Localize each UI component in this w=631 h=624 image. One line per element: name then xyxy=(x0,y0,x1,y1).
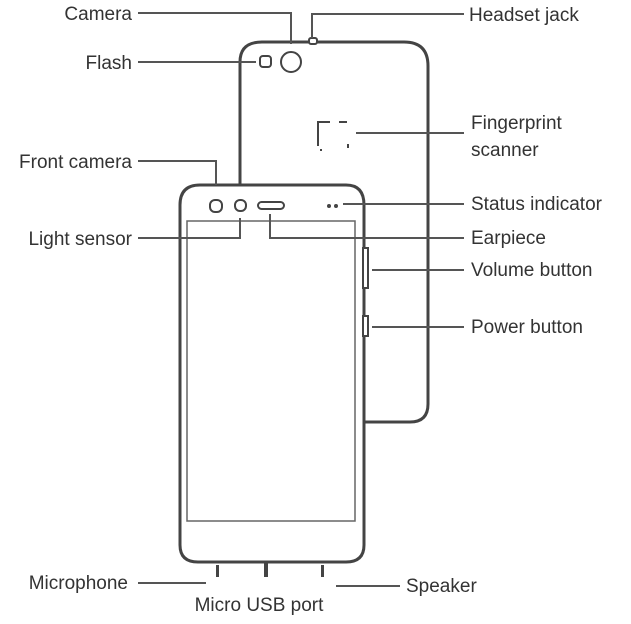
microphone-icon xyxy=(216,565,219,577)
earpiece-label: Earpiece xyxy=(471,228,546,249)
front-camera-icon xyxy=(209,199,223,213)
fingerprint-label-line2: scanner xyxy=(471,140,539,161)
status-indicator-icon xyxy=(327,204,331,208)
status-indicator-label: Status indicator xyxy=(471,194,603,215)
front-phone-body xyxy=(178,183,366,564)
fingerprint-label-line1: Fingerprint xyxy=(471,113,563,134)
micro-usb-port-icon xyxy=(264,563,268,577)
status-indicator-icon xyxy=(334,204,338,208)
power-button-label: Power button xyxy=(471,317,583,338)
camera-label: Camera xyxy=(64,4,132,25)
earpiece-leader xyxy=(269,214,464,239)
front-camera-label: Front camera xyxy=(19,152,132,173)
front-camera-leader xyxy=(138,160,217,185)
headset-jack-label: Headset jack xyxy=(469,5,579,26)
flash-label: Flash xyxy=(86,53,132,74)
headset-jack-icon xyxy=(308,37,318,45)
speaker-label: Speaker xyxy=(406,576,477,597)
micro-usb-port-label: Micro USB port xyxy=(195,595,325,616)
flash-icon xyxy=(259,55,272,68)
fingerprint-scanner-icon xyxy=(317,121,349,151)
light-sensor-icon xyxy=(234,199,247,212)
speaker-icon xyxy=(321,565,324,577)
light-sensor-leader xyxy=(138,218,241,239)
rear-camera-icon xyxy=(280,51,302,73)
volume-button-label: Volume button xyxy=(471,260,592,281)
camera-leader xyxy=(138,12,292,44)
headset-jack-leader xyxy=(311,13,464,38)
earpiece-icon xyxy=(257,201,285,210)
volume-button-icon xyxy=(362,247,369,289)
power-button-icon xyxy=(362,315,369,337)
microphone-label: Microphone xyxy=(29,573,128,594)
light-sensor-label: Light sensor xyxy=(28,229,132,250)
